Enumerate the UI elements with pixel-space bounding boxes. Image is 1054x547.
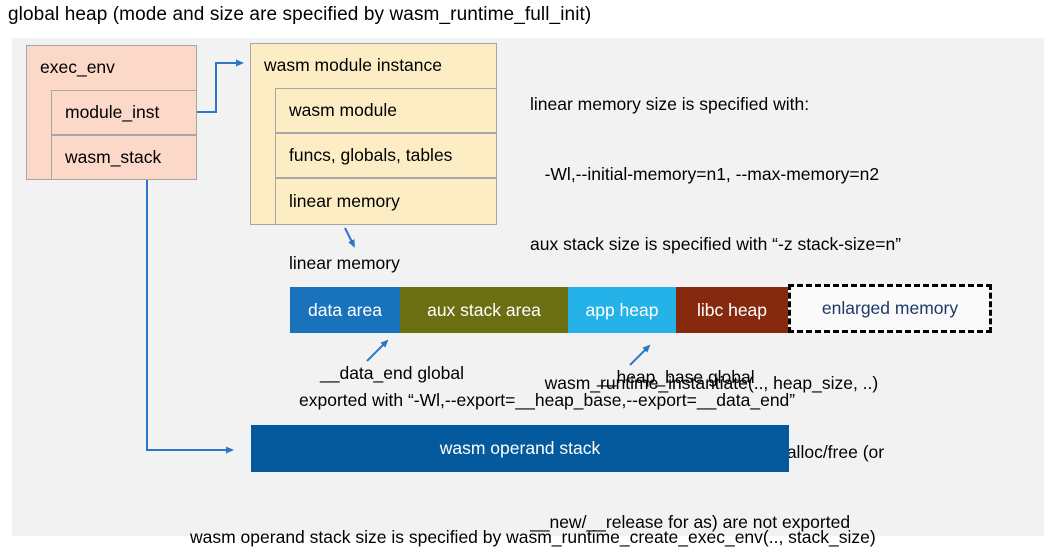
- note-line: wasm_runtime_instantiate(.., heap_size, …: [530, 372, 879, 393]
- wasm-operand-stack-bar: wasm operand stack: [251, 425, 789, 472]
- segment-enlarged-memory: enlarged memory: [788, 284, 992, 333]
- exported-annotation: exported with “-Wl,--export=__heap_base,…: [299, 390, 796, 410]
- heap-base-annotation: __heap_base global: [597, 367, 755, 387]
- segment-label: libc heap: [696, 299, 768, 320]
- exec-env-field-module-inst: module_inst: [51, 90, 197, 135]
- module-instance-label: wasm module instance: [264, 55, 442, 75]
- note-line: wasm operand stack size is specified by …: [190, 526, 876, 547]
- wasm-stack-label: wasm_stack: [65, 147, 162, 167]
- wasm-module-label: wasm module: [289, 100, 397, 120]
- segment-aux-stack-area: aux stack area: [400, 287, 568, 333]
- note-line: linear memory size is specified with:: [530, 94, 810, 115]
- exec-env-field-wasm-stack: wasm_stack: [51, 135, 197, 180]
- operand-stack-notes: wasm operand stack size is specified by …: [190, 479, 876, 547]
- module-inst-label: module_inst: [65, 102, 160, 122]
- exec-env-label: exec_env: [40, 57, 115, 77]
- linear-memory-bar-title: linear memory: [289, 253, 400, 273]
- segment-label: aux stack area: [427, 299, 541, 320]
- segment-data-area: data area: [290, 287, 400, 333]
- segment-label: data area: [308, 299, 382, 320]
- module-instance-field-funcs-globals-tables: funcs, globals, tables: [275, 133, 497, 178]
- module-instance-field-wasm-module: wasm module: [275, 88, 497, 133]
- module-instance-field-linear-memory: linear memory: [275, 178, 497, 225]
- linear-memory-row-label: linear memory: [289, 191, 400, 211]
- operand-stack-label: wasm operand stack: [439, 438, 601, 458]
- diagram-title: global heap (mode and size are specified…: [8, 4, 592, 25]
- note-line: aux stack size is specified with “-z sta…: [530, 233, 902, 254]
- note-line: -Wl,--initial-memory=n1, --max-memory=n2: [530, 164, 880, 185]
- segment-libc-heap: libc heap: [676, 287, 788, 333]
- note-line: __new/__release for as) are not exported: [530, 512, 851, 533]
- data-end-annotation: __data_end global: [320, 363, 465, 383]
- background-panel: exec_env module_inst wasm_stack wasm mod…: [12, 38, 1044, 547]
- segment-label: app heap: [585, 299, 659, 320]
- segment-label: enlarged memory: [821, 298, 959, 318]
- segment-app-heap: app heap: [568, 287, 676, 333]
- funcs-globals-tables-label: funcs, globals, tables: [289, 145, 453, 165]
